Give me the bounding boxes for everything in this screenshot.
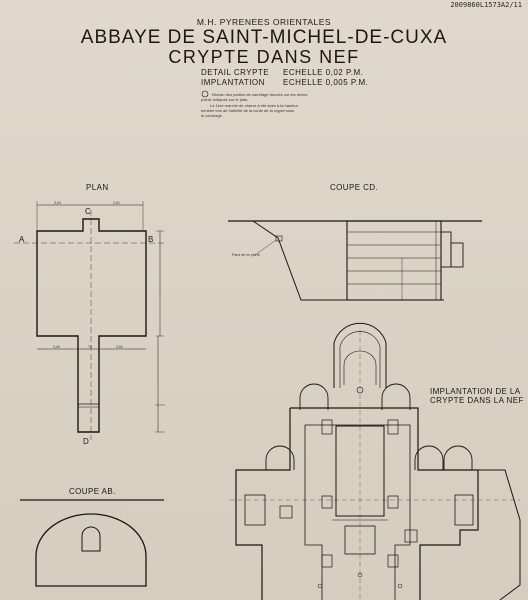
scale-label-implantation: IMPLANTATION [201,78,265,87]
section-letter-a: A [19,235,25,244]
implantation-plan [230,322,521,600]
dimension-label: 70 [88,345,92,349]
coupe-cd-title: COUPE CD. [330,183,379,192]
scale-label-detail: DETAIL CRYPTE [201,68,270,77]
note-line: Niveau des parties de carrelage trouvés … [212,92,308,97]
section-cd [228,220,482,301]
archive-reference: 2009860L1573A2/11 [450,1,522,9]
dimension-label: 3,52 [113,201,120,205]
dimension-label: 3,50 [116,345,123,349]
section-letter-c: C [85,207,92,216]
page-subtitle: CRYPTE DANS NEF [168,47,360,67]
plan-title: PLAN [86,183,109,192]
implantation-title-line2: CRYPTE DANS LA NEF [430,396,524,405]
scale-value-implantation: ECHELLE 0,005 P.M. [283,78,369,87]
note-line: points indiqués sur le plan. [201,97,249,102]
organisation-label: M.H. PYRENEES ORIENTALES [196,17,332,27]
implantation-title: IMPLANTATION DE LA [430,387,521,396]
section-ab [20,499,164,587]
dimension-label: 3,40 [53,345,60,349]
section-letter-b: B [148,235,154,244]
dimension-label: 3,54 [54,201,61,205]
note-line: La 1ère marche de chœur à été avec à la … [210,103,299,108]
note-marker-icon [201,90,209,98]
crypt-plan [14,201,165,440]
note-line: tombée lors de l'attérilé de la voûte de… [201,108,295,113]
scale-value-detail: ECHELLE 0,02 P.M. [283,68,364,77]
section-letter-d: D [83,437,90,446]
coupe-cd-annotation: Paroi de en pierre [232,253,260,257]
page-title: ABBAYE DE SAINT-MICHEL-DE-CUXA [80,27,448,48]
coupe-ab-title: COUPE AB. [69,487,116,496]
note-line: le carrelage. [201,113,224,118]
